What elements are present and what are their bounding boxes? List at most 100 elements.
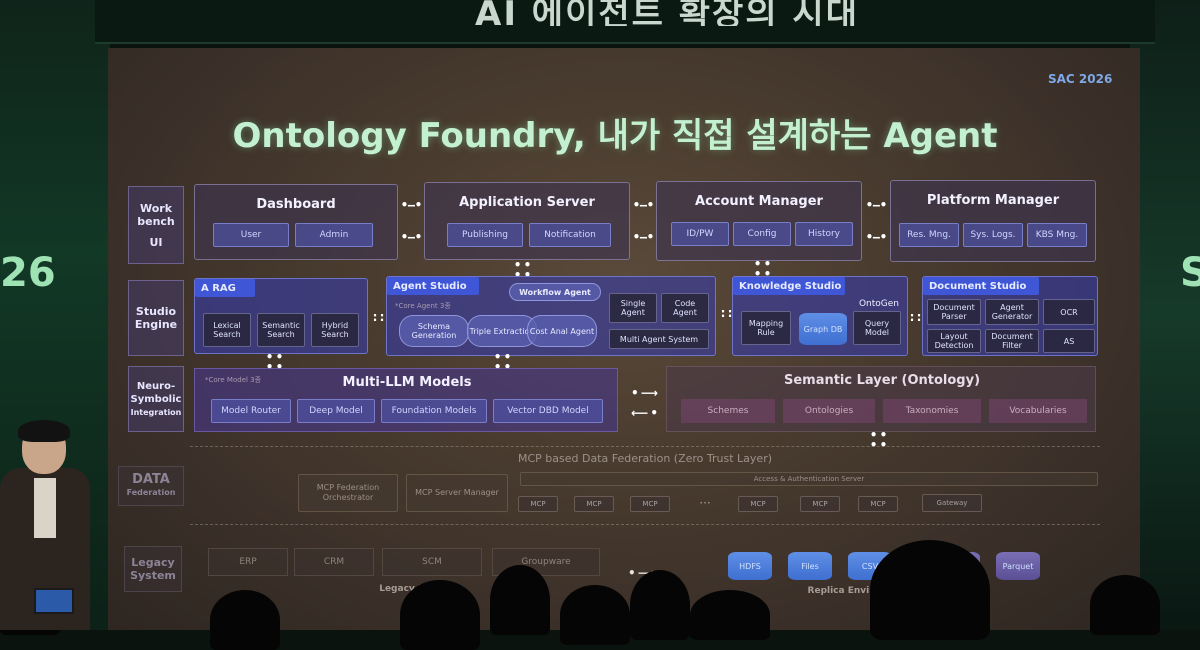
document-studio-tag: Document Studio (923, 277, 1039, 295)
row-label-text: DATA (132, 472, 170, 487)
replica-cylinder: Files (788, 552, 832, 580)
divider (190, 524, 1100, 525)
connector-arrow: : : (909, 310, 922, 324)
row-label-data: DATA Federation (118, 466, 184, 506)
box-title: Platform Manager (926, 193, 1060, 208)
connector-arrow: : : (720, 306, 733, 320)
legacy-crm: CRM (294, 548, 374, 576)
multi-agent-system: Multi Agent System (609, 329, 709, 349)
row-label-legacy: Legacy System (124, 546, 182, 592)
row-label-text: Engine (134, 318, 178, 331)
row-label-text: Symbolic (130, 393, 182, 405)
connector-arrow: •‒• (632, 198, 655, 212)
dashboard-box: Dashboard User Admin (194, 184, 398, 260)
audience-head (690, 590, 770, 640)
core-agent-note: *Core Agent 3종 (395, 302, 451, 310)
phone-screen (34, 588, 74, 614)
speaker-hair (18, 420, 70, 442)
connector-arrow: •‒• (632, 230, 655, 244)
application-server-box: Application Server Publishing Notificati… (424, 182, 630, 260)
mapping-rule: Mapping Rule (741, 311, 791, 345)
as: AS (1043, 329, 1095, 353)
box-title: Dashboard (256, 197, 336, 212)
layout-detection: Layout Detection (927, 329, 981, 353)
replica-environment-label: Replica Environment (807, 586, 913, 596)
mcp-node: MCP (858, 496, 898, 512)
platform-manager-box: Platform Manager Res. Mng. Sys. Logs. KB… (890, 180, 1096, 262)
data-federation-title: MCP based Data Federation (Zero Trust La… (517, 452, 773, 465)
audience-head (630, 570, 690, 640)
knowledge-studio-box: Knowledge Studio Mapping Rule Graph DB O… (732, 276, 908, 356)
mcp-node: MCP (800, 496, 840, 512)
account-history: History (795, 222, 853, 246)
row-label-text: Federation (126, 488, 176, 497)
side-screen-number: 26 (0, 250, 56, 296)
row-label-text: bench (137, 214, 175, 228)
dashboard-user: User (213, 223, 289, 247)
mcp-node: MCP (574, 496, 614, 512)
multi-llm-models-box: Multi-LLM Models *Core Model 3종 Model Ro… (194, 368, 618, 432)
row-label-text: Integration (130, 407, 182, 417)
divider (190, 446, 1100, 447)
platform-res-mng: Res. Mng. (899, 223, 959, 247)
mcp-node: MCP (518, 496, 558, 512)
box-title: Account Manager (695, 194, 823, 209)
connector-vertical: • •• • (869, 428, 888, 452)
agent-studio-box: Agent Studio Workflow Agent *Core Agent … (386, 276, 716, 356)
hybrid-search: Hybrid Search (311, 313, 359, 347)
audience-head (560, 585, 630, 645)
a-rag-tag: A RAG (195, 279, 255, 297)
box-title: Semantic Layer (Ontology) (783, 373, 981, 388)
agent-studio-tag: Agent Studio (387, 277, 479, 295)
speaker-shirt (34, 478, 56, 538)
ellipsis: ··· (699, 496, 711, 510)
mcp-node: MCP (630, 496, 670, 512)
access-auth-server: Access & Authentication Server (520, 472, 1098, 486)
box-title: Application Server (459, 195, 595, 210)
schemes: Schemes (681, 399, 775, 423)
row-label-workbench: Work bench UI (128, 186, 184, 264)
cost-anal-agent: Cost Anal Agent (527, 315, 597, 347)
semantic-layer-box: Semantic Layer (Ontology) Schemes Ontolo… (666, 366, 1096, 432)
connector-arrow: •‒• (400, 198, 423, 212)
ontologies: Ontologies (783, 399, 875, 423)
knowledge-studio-tag: Knowledge Studio (733, 277, 845, 295)
mcp-server-manager: MCP Server Manager (406, 474, 508, 512)
app-server-notification: Notification (529, 223, 611, 247)
connector-arrow: ⟵ • (630, 406, 658, 420)
triple-extraction: Triple Extraction (467, 315, 537, 347)
account-manager-box: Account Manager ID/PW Config History (656, 181, 862, 261)
venue-right-wall (1130, 0, 1200, 630)
dashboard-admin: Admin (295, 223, 373, 247)
document-studio-box: Document Studio Document Parser Agent Ge… (922, 276, 1098, 356)
platform-sys-logs: Sys. Logs. (963, 223, 1023, 247)
vocabularies: Vocabularies (989, 399, 1087, 423)
a-rag-box: A RAG Lexical Search Semantic Search Hyb… (194, 278, 368, 354)
app-server-publishing: Publishing (447, 223, 523, 247)
screen-badge: SAC 2026 (1048, 72, 1113, 86)
core-model-note: *Core Model 3종 (205, 376, 262, 384)
query-model: Query Model (853, 311, 901, 345)
audience-head (870, 540, 990, 640)
row-label-text: Work (139, 201, 173, 215)
mcp-node: MCP (738, 496, 778, 512)
ontogen-label: OntoGen (858, 299, 900, 309)
account-config: Config (733, 222, 791, 246)
audience-head (490, 565, 550, 635)
foundation-models: Foundation Models (381, 399, 487, 423)
connector-arrow: •‒• (865, 230, 888, 244)
audience-head (1090, 575, 1160, 635)
connector-arrow: : : (372, 310, 385, 324)
row-label-text: Studio (135, 305, 177, 318)
gateway: Gateway (922, 494, 982, 512)
row-label-neuro: Neuro- Symbolic Integration (128, 366, 184, 432)
graph-db-cylinder: Graph DB (799, 313, 847, 345)
document-parser: Document Parser (927, 299, 981, 325)
row-label-text: Neuro- (136, 380, 176, 392)
row-label-text: System (130, 569, 176, 582)
single-agent: Single Agent (609, 293, 657, 323)
semantic-search: Semantic Search (257, 313, 305, 347)
banner-text: AI 에이전트 확장의 시대 (475, 0, 859, 26)
audience-head (210, 590, 280, 650)
platform-kbs-mng: KBS Mng. (1027, 223, 1087, 247)
